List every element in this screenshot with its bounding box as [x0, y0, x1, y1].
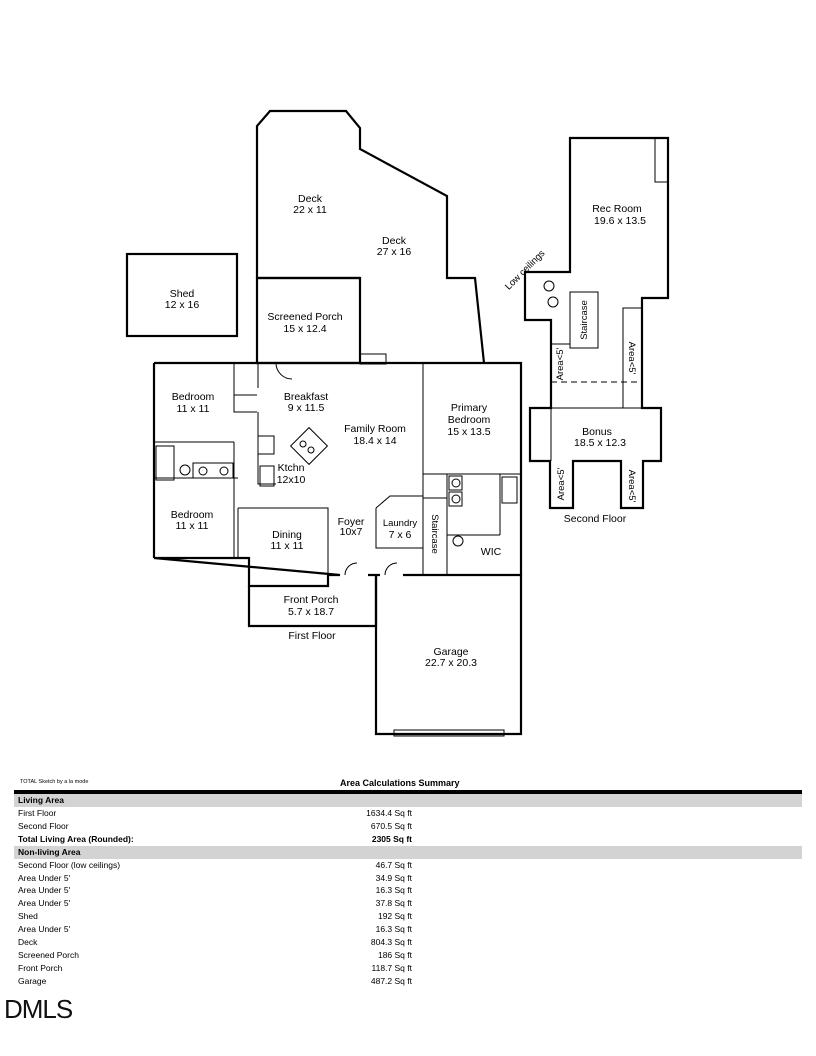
- primary-bedroom-name-1: Primary: [451, 402, 488, 414]
- living-total-value: 2305 Sq ft: [371, 833, 412, 844]
- floor-plan: Shed 12 x 16 Deck 22 x 11 Deck 27 x 16 S…: [125, 109, 670, 737]
- staircase-2-label: Staircase: [579, 300, 590, 340]
- foyer-dims: 10x7: [340, 526, 363, 538]
- family-room-dims: 18.4 x 14: [353, 435, 396, 447]
- first-floor-label: First Floor: [288, 630, 336, 642]
- row-value: 192 Sq ft: [377, 911, 412, 922]
- staircase-1-label: Staircase: [429, 514, 440, 554]
- deck-a-name: Deck: [298, 193, 323, 205]
- row-value: 1634.4 Sq ft: [366, 808, 412, 818]
- kitchen-name: Ktchn: [278, 462, 305, 474]
- summary-row: Garage 487.2 Sq ft: [14, 975, 802, 988]
- family-room-name: Family Room: [344, 423, 406, 435]
- summary-row: Area Under 5' 37.8 Sq ft: [14, 897, 802, 910]
- row-label: Deck: [18, 937, 38, 948]
- rec-room-dims: 19.6 x 13.5: [594, 215, 646, 227]
- summary-title: Area Calculations Summary: [340, 778, 460, 788]
- dining-name: Dining: [272, 529, 302, 541]
- summary-row: Shed 192 Sq ft: [14, 910, 802, 923]
- row-label: Area Under 5': [18, 885, 71, 896]
- summary-row: Second Floor (low ceilings) 46.7 Sq ft: [14, 859, 802, 872]
- wic-label: WIC: [481, 546, 502, 558]
- row-label: Screened Porch: [18, 949, 79, 960]
- row-label: Garage: [18, 975, 47, 986]
- laundry-name: Laundry: [383, 518, 418, 529]
- row-label: Area Under 5': [18, 898, 71, 909]
- summary-row: Deck 804.3 Sq ft: [14, 936, 802, 949]
- deck-b-name: Deck: [382, 235, 407, 247]
- living-total-row: Total Living Area (Rounded): 2305 Sq ft: [14, 833, 802, 846]
- row-value: 487.2 Sq ft: [370, 975, 412, 986]
- row-value: 16.3 Sq ft: [375, 924, 412, 935]
- dmls-logo: DMLS: [4, 994, 73, 1024]
- breakfast-name: Breakfast: [284, 391, 328, 403]
- area-d-label: Area<5': [626, 470, 637, 503]
- shed: Shed 12 x 16: [125, 252, 239, 338]
- primary-bedroom-name-2: Bedroom: [448, 414, 491, 426]
- kitchen-dims: 12x10: [277, 474, 306, 486]
- deck-b-dims: 27 x 16: [377, 246, 412, 258]
- dining-dims: 11 x 11: [271, 540, 304, 552]
- area-b-label: Area<5': [626, 342, 637, 375]
- screened-porch-dims: 15 x 12.4: [283, 323, 326, 335]
- primary-bedroom-dims: 15 x 13.5: [447, 426, 490, 438]
- garage: Garage 22.7 x 20.3: [374, 575, 523, 737]
- non-living-area-rows: Second Floor (low ceilings) 46.7 Sq ft Are…: [14, 859, 802, 988]
- rec-room-name: Rec Room: [592, 203, 642, 215]
- screened-porch-name: Screened Porch: [267, 311, 342, 323]
- row-label: Front Porch: [18, 962, 63, 973]
- bonus-dims: 18.5 x 12.3: [574, 437, 626, 449]
- living-area-rows: First Floor 1634.4 Sq ft Second Floor 670.5…: [14, 807, 802, 833]
- first-floor: Bedroom 11 x 11 Breakfast 9 x 11.5 Famil…: [152, 361, 523, 588]
- bedroom-1-dims: 11 x 11: [177, 403, 210, 415]
- foyer-name: Foyer: [338, 516, 365, 528]
- summary-row: First Floor 1634.4 Sq ft: [14, 807, 802, 820]
- row-label: Second Floor: [18, 820, 69, 831]
- deck-a-dims: 22 x 11: [293, 204, 327, 216]
- summary-row: Second Floor 670.5 Sq ft: [14, 820, 802, 833]
- non-living-area-header: Non-living Area: [14, 845, 802, 859]
- summary-row: Area Under 5' 16.3 Sq ft: [14, 923, 802, 936]
- bedroom-2-name: Bedroom: [171, 509, 214, 521]
- area-calculations-summary: TOTAL Sketch by a la mode Area Calculati…: [14, 776, 802, 988]
- row-label: Second Floor (low ceilings): [18, 859, 121, 870]
- row-label: Shed: [18, 911, 38, 922]
- row-value: 118.7 Sq ft: [371, 962, 412, 973]
- summary-row: Screened Porch 186 Sq ft: [14, 949, 802, 962]
- summary-row: Front Porch 118.7 Sq ft: [14, 962, 802, 975]
- bedroom-2-dims: 11 x 11: [176, 520, 209, 532]
- front-porch-dims: 5.7 x 18.7: [288, 606, 334, 618]
- breakfast-dims: 9 x 11.5: [288, 402, 325, 414]
- living-area-header: Living Area: [14, 794, 802, 807]
- row-value: 670.5 Sq ft: [370, 820, 412, 831]
- bonus-name: Bonus: [582, 426, 612, 438]
- row-value: 46.7 Sq ft: [375, 859, 412, 870]
- living-total-label: Total Living Area (Rounded):: [18, 833, 134, 844]
- row-label: Area Under 5': [18, 924, 71, 935]
- row-value: 34.9 Sq ft: [375, 872, 412, 883]
- front-porch-name: Front Porch: [284, 594, 339, 606]
- area-c-label: Area<5': [556, 467, 567, 500]
- row-label: Area Under 5': [18, 872, 71, 883]
- summary-row: Area Under 5' 34.9 Sq ft: [14, 872, 802, 885]
- shed-name: Shed: [170, 288, 195, 300]
- area-a-label: Area<5': [555, 347, 566, 380]
- screened-porch: Screened Porch 15 x 12.4: [255, 276, 387, 365]
- summary-row: Area Under 5' 16.3 Sq ft: [14, 884, 802, 897]
- second-floor-label: Second Floor: [564, 513, 627, 525]
- laundry-dims: 7 x 6: [389, 529, 412, 541]
- summary-rule: [14, 790, 802, 794]
- row-value: 804.3 Sq ft: [370, 937, 412, 948]
- bedroom-1-name: Bedroom: [172, 391, 215, 403]
- sketch-credit: TOTAL Sketch by a la mode: [20, 779, 89, 785]
- second-floor: Rec Room 19.6 x 13.5 Low ceilings Stairc…: [503, 136, 670, 525]
- row-value: 16.3 Sq ft: [375, 885, 412, 896]
- row-value: 37.8 Sq ft: [375, 898, 412, 909]
- row-value: 186 Sq ft: [377, 949, 412, 960]
- garage-name: Garage: [433, 646, 468, 658]
- row-label: First Floor: [18, 808, 57, 818]
- garage-dims: 22.7 x 20.3: [425, 657, 477, 669]
- shed-dims: 12 x 16: [165, 299, 200, 311]
